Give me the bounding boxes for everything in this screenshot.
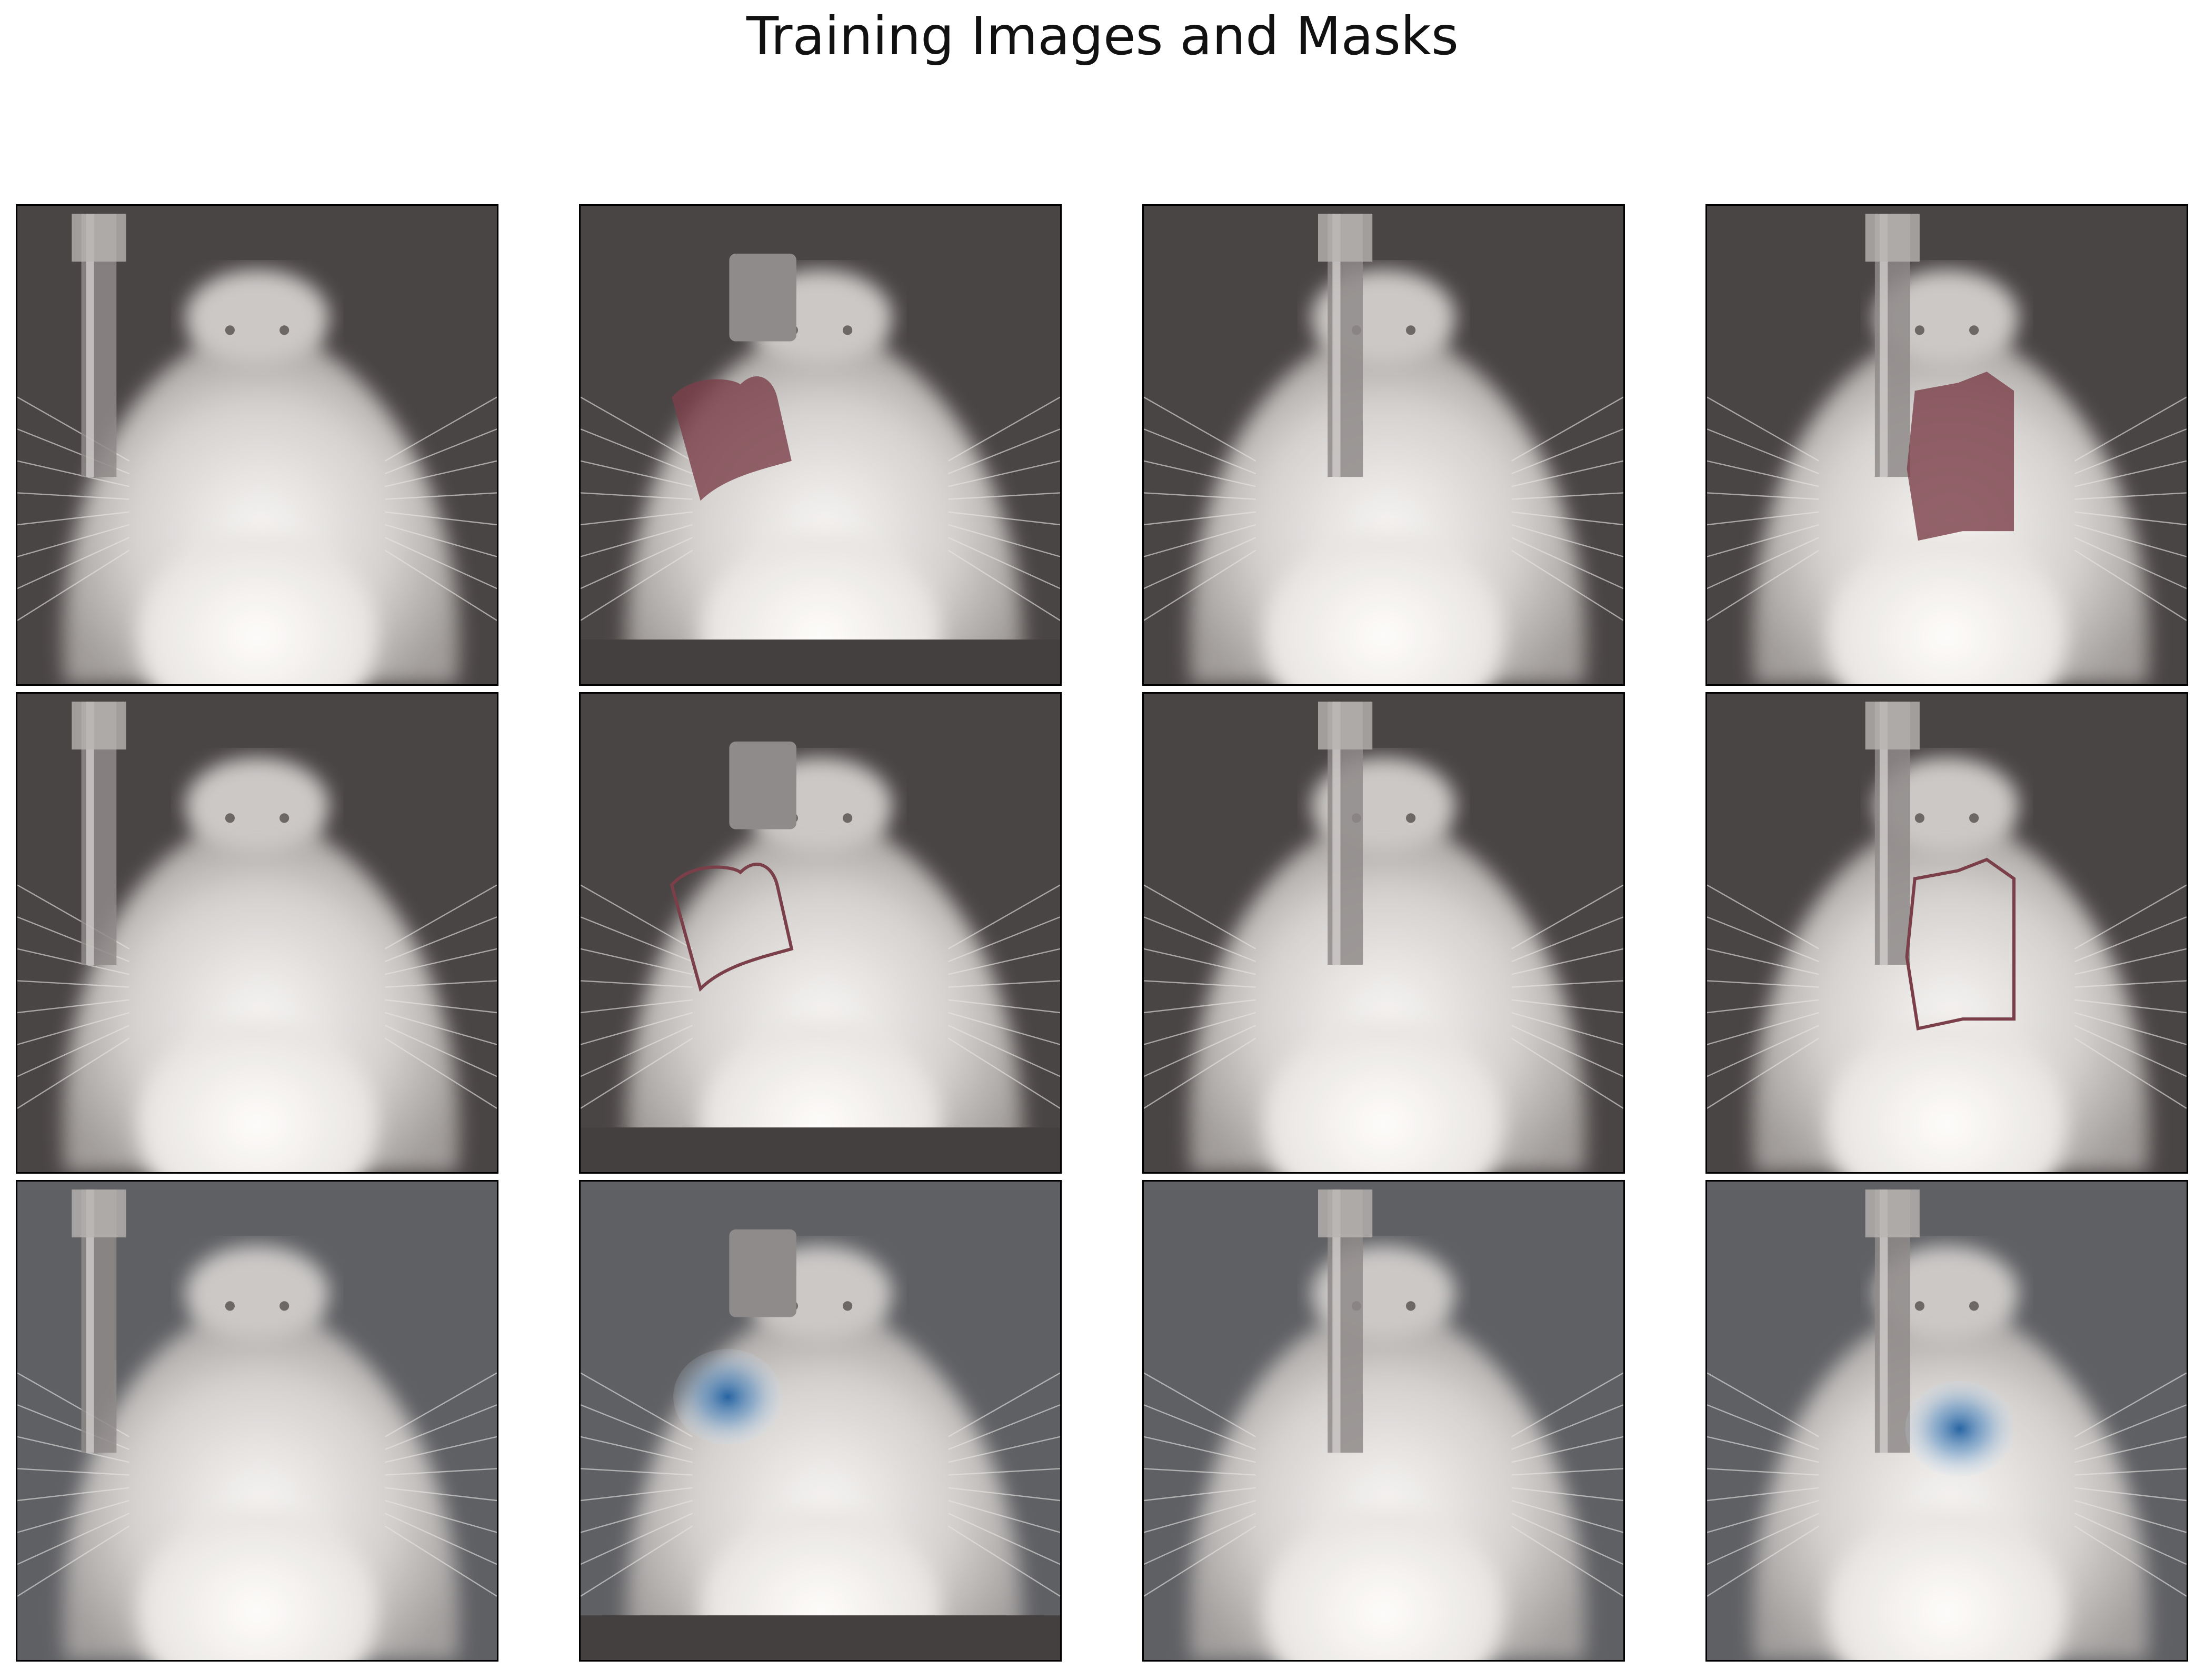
rat-eye-left — [225, 1301, 235, 1311]
rat-eye-right — [843, 1301, 853, 1311]
image-panel-r1-c3 — [1142, 204, 1625, 686]
rat-eye-right — [843, 813, 853, 823]
whiskers — [581, 396, 1060, 621]
tube-nozzle — [72, 214, 126, 262]
image-panel-r3-c3 — [1142, 1180, 1625, 1662]
rat-chest — [1263, 1508, 1504, 1660]
floor-strip — [581, 639, 1060, 684]
rat-eye-right — [1969, 813, 1979, 823]
rat-eye-left — [1914, 1301, 1924, 1311]
tube-nozzle — [1865, 1189, 1920, 1238]
rat-chest — [1827, 1021, 2067, 1172]
rat-chest — [1263, 1021, 1504, 1172]
image-panel-r3-c2 — [579, 1180, 1062, 1662]
rat-eye-left — [225, 325, 235, 335]
rat-eye-right — [843, 325, 853, 335]
tube-highlight — [86, 214, 94, 477]
rat-eye-right — [1406, 813, 1416, 823]
floor-strip — [581, 1127, 1060, 1172]
rat-chest — [137, 1508, 377, 1660]
rat-eye-right — [1969, 1301, 1979, 1311]
whiskers — [581, 1372, 1060, 1597]
rat-eye-right — [1969, 325, 1979, 335]
rat-head — [185, 1245, 330, 1341]
rat-chest — [137, 1021, 377, 1172]
tube-nozzle — [1318, 702, 1373, 750]
rat-image — [581, 1182, 1060, 1660]
image-panel-r1-c2 — [579, 204, 1062, 686]
tube-nozzle — [1318, 1189, 1373, 1238]
rat-eye-left — [1914, 813, 1924, 823]
tube-nozzle — [1865, 214, 1920, 262]
tube-highlight — [1332, 702, 1341, 965]
whiskers — [17, 1372, 497, 1597]
rat-eye-left — [225, 813, 235, 823]
image-panel-r2-c4 — [1705, 692, 2188, 1174]
whiskers — [1707, 396, 2187, 621]
mask-outline — [1905, 857, 2016, 1031]
rat-image — [581, 206, 1060, 684]
rat-image — [17, 1182, 497, 1660]
figure-title: Training Images and Masks — [746, 5, 1459, 67]
tube-nozzle — [72, 702, 126, 750]
rat-chest — [1827, 1508, 2067, 1660]
rat-head — [1874, 757, 2019, 853]
image-panel-r1-c1 — [16, 204, 498, 686]
tube-nozzle — [1318, 214, 1373, 262]
metal-rod — [729, 1229, 796, 1317]
mask-fill — [672, 376, 792, 501]
rat-image — [1144, 206, 1623, 684]
whiskers — [1144, 396, 1623, 621]
rat-image — [1144, 1182, 1623, 1660]
whiskers — [1707, 1372, 2187, 1597]
rat-image — [17, 206, 497, 684]
whiskers — [1144, 1372, 1623, 1597]
rat-eye-right — [280, 813, 290, 823]
rat-head — [1874, 269, 2019, 365]
mask-outline — [670, 863, 794, 992]
floor-strip — [581, 1615, 1060, 1660]
rat-eye-right — [1406, 1301, 1416, 1311]
rat-image — [1707, 1182, 2187, 1660]
rat-chest — [1827, 533, 2067, 684]
image-panel-r2-c2 — [579, 692, 1062, 1174]
whiskers — [581, 884, 1060, 1109]
tube-highlight — [86, 1189, 94, 1453]
rat-image — [17, 694, 497, 1172]
heatmap-blob — [1905, 1381, 2014, 1477]
mask-fill — [1907, 372, 2014, 541]
rat-image — [1707, 206, 2187, 684]
rat-eye-left — [1914, 325, 1924, 335]
rat-chest — [137, 533, 377, 684]
image-panel-r3-c4 — [1705, 1180, 2188, 1662]
image-panel-r2-c1 — [16, 692, 498, 1174]
tube-nozzle — [1865, 702, 1920, 750]
rat-head — [185, 269, 330, 365]
rat-eye-right — [280, 325, 290, 335]
rat-chest — [1263, 533, 1504, 684]
image-panel-r2-c3 — [1142, 692, 1625, 1174]
tube-nozzle — [72, 1189, 126, 1238]
metal-rod — [729, 741, 796, 829]
rat-image — [581, 694, 1060, 1172]
rat-head — [185, 757, 330, 853]
rat-eye-right — [1406, 325, 1416, 335]
whiskers — [1144, 884, 1623, 1109]
image-panel-r1-c4 — [1705, 204, 2188, 686]
tube-highlight — [1879, 1189, 1888, 1453]
tube-highlight — [1879, 214, 1888, 477]
rat-image — [1144, 694, 1623, 1172]
tube-highlight — [1332, 1189, 1341, 1453]
metal-rod — [729, 253, 796, 342]
rat-image — [1707, 694, 2187, 1172]
image-panel-r3-c1 — [16, 1180, 498, 1662]
tube-highlight — [86, 702, 94, 965]
tube-highlight — [1879, 702, 1888, 965]
tube-highlight — [1332, 214, 1341, 477]
rat-head — [1874, 1245, 2019, 1341]
rat-eye-right — [280, 1301, 290, 1311]
whiskers — [1707, 884, 2187, 1109]
heatmap-blob — [673, 1349, 782, 1445]
whiskers — [17, 396, 497, 621]
